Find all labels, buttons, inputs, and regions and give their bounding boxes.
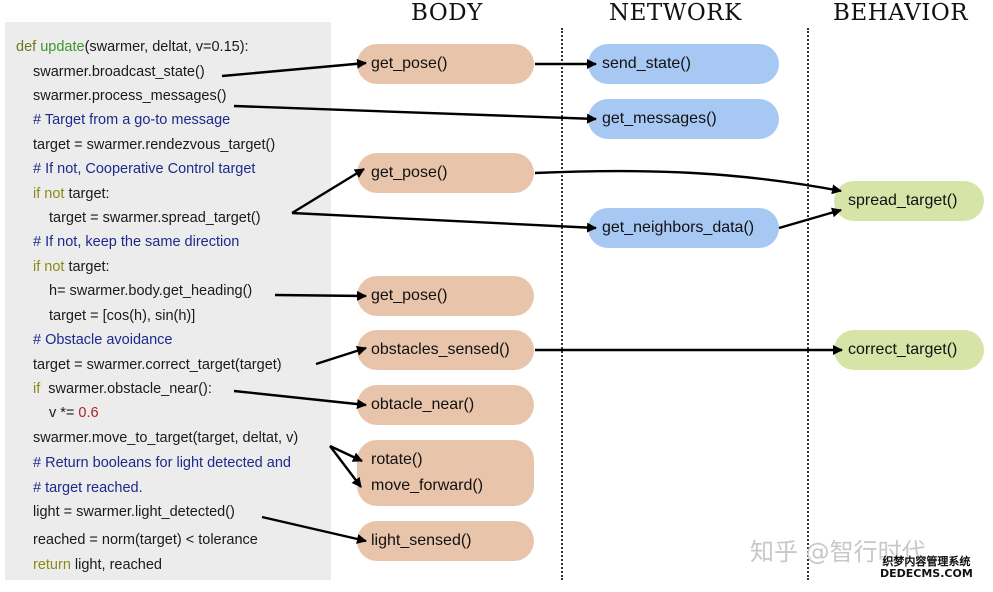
code-line-cos-sin: target = [cos(h), sin(h)] bbox=[49, 308, 196, 324]
node-get-neighbors-data[interactable]: get_neighbors_data() bbox=[588, 208, 779, 248]
arrow-spread-to-get-neighbors bbox=[291, 211, 597, 233]
keyword-def: def bbox=[16, 39, 37, 55]
arrow-heading-to-get-pose bbox=[274, 290, 367, 301]
code-text: target: bbox=[64, 186, 110, 202]
function-name: update bbox=[40, 39, 85, 55]
node-rotate-move-forward[interactable]: rotate() move_forward() bbox=[357, 440, 534, 506]
code-line-return: return light, reached bbox=[33, 556, 162, 574]
node-correct-target[interactable]: correct_target() bbox=[834, 330, 984, 370]
code-comment-goto: # Target from a go-to message bbox=[33, 112, 231, 128]
code-line-v-scale: v *= 0.6 bbox=[49, 404, 99, 422]
code-text: target: bbox=[64, 259, 110, 275]
arrow-get-pose-to-spread-target bbox=[534, 169, 842, 195]
code-comment-obstacle: # Obstacle avoidance bbox=[33, 332, 173, 348]
code-line-correct-target: target = swarmer.correct_target(target) bbox=[33, 357, 282, 373]
code-comment-cooperative: # If not, Cooperative Control target bbox=[33, 161, 256, 177]
keyword-if-not: if not bbox=[33, 186, 65, 202]
node-get-messages[interactable]: get_messages() bbox=[588, 99, 779, 139]
code-text: v *= bbox=[49, 405, 79, 421]
arrow-process-messages-to-get-messages bbox=[233, 104, 597, 124]
arrow-spread-to-get-pose bbox=[291, 167, 365, 215]
node-get-pose-3[interactable]: get_pose() bbox=[357, 276, 534, 316]
arrow-neighbors-to-spread-target bbox=[778, 207, 842, 230]
keyword-if-not: if not bbox=[33, 259, 65, 275]
code-line-broadcast: swarmer.broadcast_state() bbox=[33, 64, 205, 80]
code-comment-same-direction: # If not, keep the same direction bbox=[33, 234, 240, 250]
code-line-if-obstacle: if swarmer.obstacle_near(): bbox=[33, 380, 212, 398]
header-behavior: BEHAVIOR bbox=[833, 0, 969, 26]
code-line-if-not-2: if not target: bbox=[33, 258, 110, 276]
node-obtacle-near[interactable]: obtacle_near() bbox=[357, 385, 534, 425]
number-literal: 0.6 bbox=[78, 405, 99, 421]
code-line-process-messages: swarmer.process_messages() bbox=[33, 88, 227, 104]
node-spread-target[interactable]: spread_target() bbox=[834, 181, 984, 221]
code-panel bbox=[5, 22, 331, 580]
arrow-move-to-rotate bbox=[329, 444, 363, 463]
keyword-return: return bbox=[33, 557, 71, 573]
code-comment-return-1: # Return booleans for light detected and bbox=[33, 455, 291, 471]
function-params: (swarmer, deltat, v=0.15): bbox=[84, 39, 249, 55]
code-line-get-heading: h= swarmer.body.get_heading() bbox=[49, 283, 253, 299]
code-line-move-to-target: swarmer.move_to_target(target, deltat, v… bbox=[33, 430, 299, 446]
divider-network-behavior bbox=[807, 28, 809, 580]
arrow-light-detected-to-light-sensed bbox=[261, 515, 367, 544]
code-line-light-detected: light = swarmer.light_detected() bbox=[33, 504, 235, 520]
header-body: BODY bbox=[411, 0, 483, 26]
node-obstacles-sensed[interactable]: obstacles_sensed() bbox=[357, 330, 534, 370]
node-get-pose-1[interactable]: get_pose() bbox=[357, 44, 534, 84]
node-rotate[interactable]: rotate() bbox=[371, 451, 423, 468]
code-text: swarmer.obstacle_near(): bbox=[40, 381, 212, 397]
arrow-broadcast-to-get-pose bbox=[221, 58, 367, 78]
node-move-forward[interactable]: move_forward() bbox=[371, 477, 484, 494]
watermark-badge: 织梦内容管理系统 DEDECMS.COM bbox=[880, 556, 973, 580]
node-light-sensed[interactable]: light_sensed() bbox=[357, 521, 534, 561]
code-line-spread-target: target = swarmer.spread_target() bbox=[49, 210, 261, 226]
arrow-correct-to-obstacles-sensed bbox=[315, 345, 367, 366]
watermark-badge-line1: 织梦内容管理系统 bbox=[882, 555, 971, 568]
node-send-state[interactable]: send_state() bbox=[588, 44, 779, 84]
keyword-if: if bbox=[33, 381, 41, 397]
watermark-text: 知乎 @智行时代 bbox=[750, 538, 926, 566]
node-get-pose-2[interactable]: get_pose() bbox=[357, 153, 534, 193]
code-line-if-not-1: if not target: bbox=[33, 185, 110, 203]
code-line-def: def update(swarmer, deltat, v=0.15): bbox=[16, 38, 249, 56]
watermark-badge-line2: DEDECMS.COM bbox=[880, 567, 973, 580]
code-text: light, reached bbox=[70, 557, 162, 573]
code-line-reached: reached = norm(target) < tolerance bbox=[33, 532, 258, 548]
header-network: NETWORK bbox=[609, 0, 742, 26]
code-line-rendezvous: target = swarmer.rendezvous_target() bbox=[33, 137, 276, 153]
arrow-move-to-move-forward bbox=[329, 445, 362, 488]
divider-body-network bbox=[561, 28, 563, 580]
code-comment-return-2: # target reached. bbox=[33, 480, 143, 496]
arrow-obstacle-near-to-obtacle-near bbox=[233, 389, 367, 410]
